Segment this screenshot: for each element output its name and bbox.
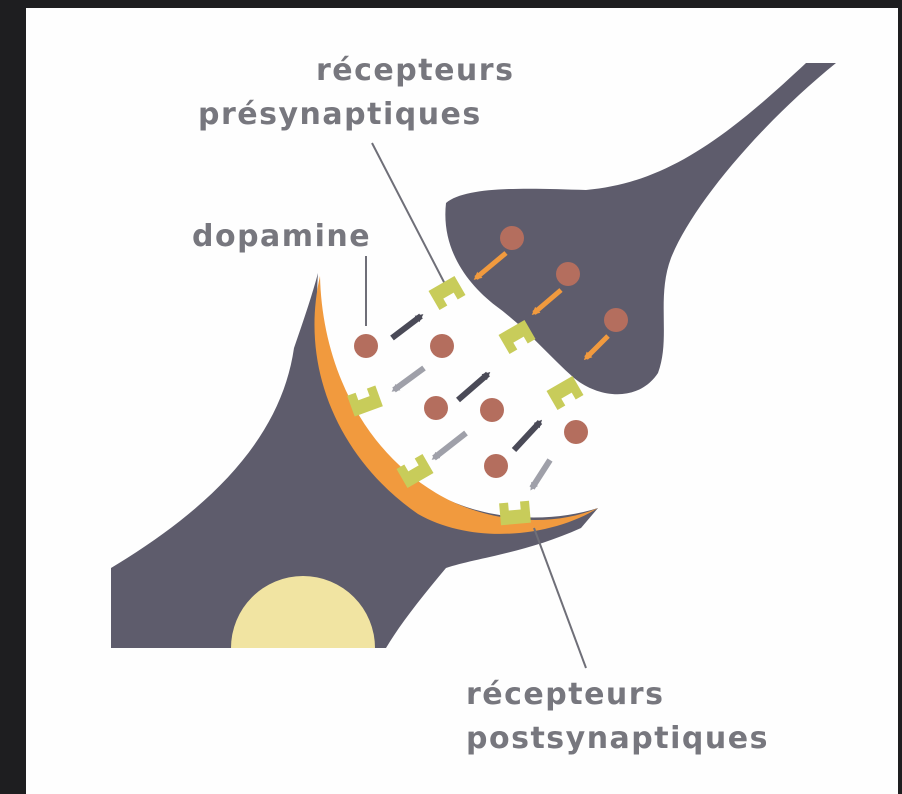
label-postsynaptic-line2: postsynaptiques [466, 721, 769, 756]
binding-arrow [394, 368, 424, 390]
dopamine-molecule [430, 334, 454, 358]
binding-arrow [434, 433, 466, 458]
postsynaptic-receptor [499, 501, 531, 526]
dopamine-molecule [424, 396, 448, 420]
leader-postsynaptic [534, 528, 586, 668]
label-dopamine: dopamine [192, 219, 371, 254]
label-presynaptic-line1: récepteurs [316, 53, 514, 88]
release-arrow [458, 374, 488, 400]
leader-presynaptic [372, 143, 446, 286]
dopamine-molecule [556, 262, 580, 286]
dopamine-molecule [480, 398, 504, 422]
release-arrow [392, 316, 421, 338]
dopamine-molecule [500, 226, 524, 250]
label-postsynaptic-line1: récepteurs [466, 677, 664, 712]
synapse-diagram: récepteurs présynaptiques dopamine récep… [26, 8, 898, 794]
binding-arrow [532, 460, 550, 488]
dopamine-molecule [484, 454, 508, 478]
dopamine-molecule [604, 308, 628, 332]
dopamine-molecule [564, 420, 588, 444]
release-arrow [514, 422, 540, 450]
label-presynaptic-line2: présynaptiques [198, 97, 482, 132]
presynaptic-receptor [547, 376, 584, 410]
presynaptic-receptor [429, 276, 466, 310]
diagram-frame: récepteurs présynaptiques dopamine récep… [26, 8, 898, 794]
dopamine-molecule [354, 334, 378, 358]
presynaptic-terminal [445, 63, 836, 394]
